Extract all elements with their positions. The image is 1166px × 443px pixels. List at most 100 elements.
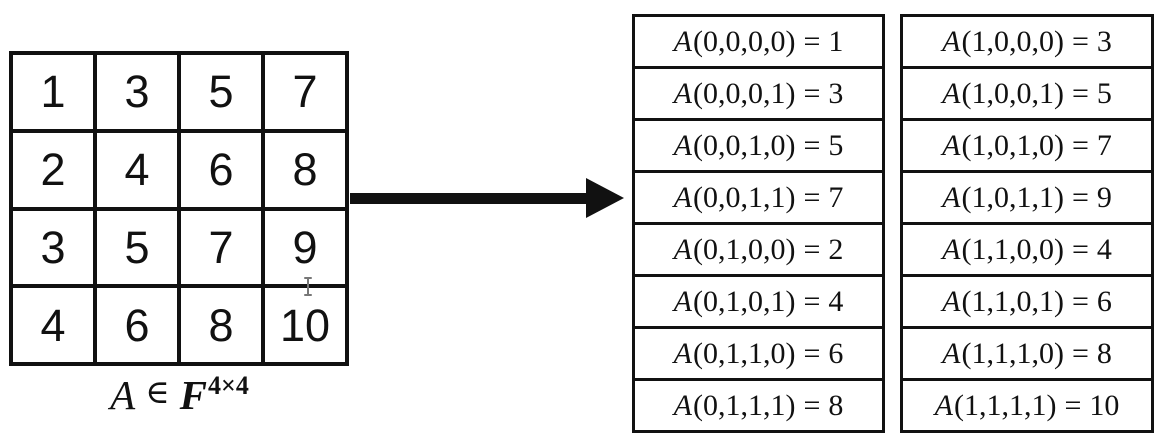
element-of-symbol: ∈ — [145, 375, 170, 411]
func-symbol: A — [942, 76, 961, 110]
matrix-symbol: A — [110, 372, 136, 418]
func-symbol: A — [942, 284, 961, 318]
equals-sign: = — [803, 388, 821, 422]
equals-sign: = — [1071, 284, 1089, 318]
mapping-row: A(1,0,1,0)=7 — [903, 121, 1151, 173]
func-symbol: A — [673, 388, 692, 422]
func-value: 5 — [1096, 76, 1112, 110]
func-value: 6 — [1096, 284, 1112, 318]
equals-sign: = — [803, 232, 821, 266]
matrix-cell: 5 — [179, 53, 263, 131]
matrix-cell: 9 — [263, 208, 347, 287]
matrix-cell: 1 — [11, 53, 95, 131]
field-dimensions: 4×4 — [208, 371, 249, 400]
matrix-grid: 1 3 5 7 2 4 6 8 3 5 7 9 4 6 8 10 — [9, 51, 349, 366]
func-value: 1 — [828, 24, 844, 58]
mapping-row: A(0,1,1,0)=6 — [635, 329, 882, 381]
func-args: (1,1,0,0) — [961, 232, 1064, 266]
matrix-cell: 5 — [95, 208, 179, 287]
matrix-cell: 3 — [11, 208, 95, 287]
func-value: 6 — [828, 336, 844, 370]
func-args: (1,0,0,0) — [961, 24, 1064, 58]
equals-sign: = — [803, 284, 821, 318]
field-symbol: F — [179, 372, 207, 418]
matrix-label: A ∈ F 4×4 — [9, 372, 349, 432]
mapping-row: A(1,1,0,0)=4 — [903, 225, 1151, 277]
func-value: 8 — [828, 388, 844, 422]
equals-sign: = — [1064, 388, 1082, 422]
mapping-row: A(1,0,0,1)=5 — [903, 69, 1151, 121]
func-symbol: A — [673, 336, 692, 370]
func-value: 4 — [1096, 232, 1112, 266]
mapping-table-left: A(0,0,0,0)=1 A(0,0,0,1)=3 A(0,0,1,0)=5 A… — [632, 14, 885, 433]
mapping-row: A(0,1,0,0)=2 — [635, 225, 882, 277]
func-args: (1,0,0,1) — [961, 76, 1064, 110]
equals-sign: = — [1071, 336, 1089, 370]
func-value: 3 — [828, 76, 844, 110]
matrix-cell: 4 — [11, 286, 95, 364]
equals-sign: = — [803, 180, 821, 214]
func-args: (0,1,0,0) — [692, 232, 796, 266]
mapping-table-right: A(1,0,0,0)=3 A(1,0,0,1)=5 A(1,0,1,0)=7 A… — [900, 14, 1154, 433]
mapping-row: A(0,0,1,0)=5 — [635, 121, 882, 173]
func-value: 4 — [828, 284, 844, 318]
matrix-cell: 10 — [263, 286, 347, 364]
matrix-cell: 8 — [263, 130, 347, 209]
mapping-row: A(1,1,1,0)=8 — [903, 329, 1151, 381]
func-value: 9 — [1096, 180, 1112, 214]
mapping-row: A(0,0,1,1)=7 — [635, 173, 882, 225]
func-value: 7 — [828, 180, 844, 214]
matrix-cell: 4 — [95, 130, 179, 209]
equals-sign: = — [1071, 180, 1089, 214]
mapping-row: A(0,0,0,0)=1 — [635, 17, 882, 69]
func-value: 7 — [1096, 128, 1112, 162]
func-args: (0,0,1,0) — [692, 128, 796, 162]
func-symbol: A — [942, 128, 961, 162]
func-args: (1,1,1,1) — [953, 388, 1057, 422]
func-symbol: A — [673, 284, 692, 318]
arrow-shaft — [350, 193, 590, 204]
equals-sign: = — [803, 336, 821, 370]
matrix-cell: 2 — [11, 130, 95, 209]
func-value: 2 — [828, 232, 844, 266]
func-value: 10 — [1089, 388, 1120, 422]
func-args: (0,0,1,1) — [692, 180, 796, 214]
equals-sign: = — [1071, 232, 1089, 266]
func-args: (0,1,0,1) — [692, 284, 796, 318]
equals-sign: = — [803, 128, 821, 162]
equals-sign: = — [1071, 76, 1089, 110]
func-symbol: A — [942, 180, 961, 214]
mapping-row: A(0,1,1,1)=8 — [635, 381, 882, 430]
mapping-row: A(1,1,0,1)=6 — [903, 277, 1151, 329]
text-cursor-icon — [303, 277, 313, 296]
mapping-row: A(1,1,1,1)=10 — [903, 381, 1151, 430]
func-symbol: A — [934, 388, 953, 422]
func-symbol: A — [673, 128, 692, 162]
func-args: (0,1,1,1) — [692, 388, 796, 422]
func-value: 5 — [828, 128, 844, 162]
func-args: (1,1,1,0) — [961, 336, 1064, 370]
func-symbol: A — [673, 232, 692, 266]
mapping-row: A(1,0,1,1)=9 — [903, 173, 1151, 225]
func-args: (0,1,1,0) — [692, 336, 796, 370]
func-symbol: A — [673, 24, 692, 58]
func-symbol: A — [942, 24, 961, 58]
matrix-cell: 7 — [263, 53, 347, 131]
equals-sign: = — [1071, 24, 1089, 58]
mapping-row: A(0,0,0,1)=3 — [635, 69, 882, 121]
text-cursor-bar — [307, 278, 309, 295]
equals-sign: = — [803, 24, 821, 58]
func-symbol: A — [673, 76, 692, 110]
func-args: (1,1,0,1) — [961, 284, 1064, 318]
equals-sign: = — [1071, 128, 1089, 162]
matrix-cell: 3 — [95, 53, 179, 131]
func-args: (0,0,0,0) — [692, 24, 796, 58]
matrix-cell: 7 — [179, 208, 263, 287]
func-args: (1,0,1,1) — [961, 180, 1064, 214]
func-value: 8 — [1096, 336, 1112, 370]
matrix-cell: 8 — [179, 286, 263, 364]
matrix-cell: 6 — [95, 286, 179, 364]
matrix-cell: 6 — [179, 130, 263, 209]
func-value: 3 — [1096, 24, 1112, 58]
